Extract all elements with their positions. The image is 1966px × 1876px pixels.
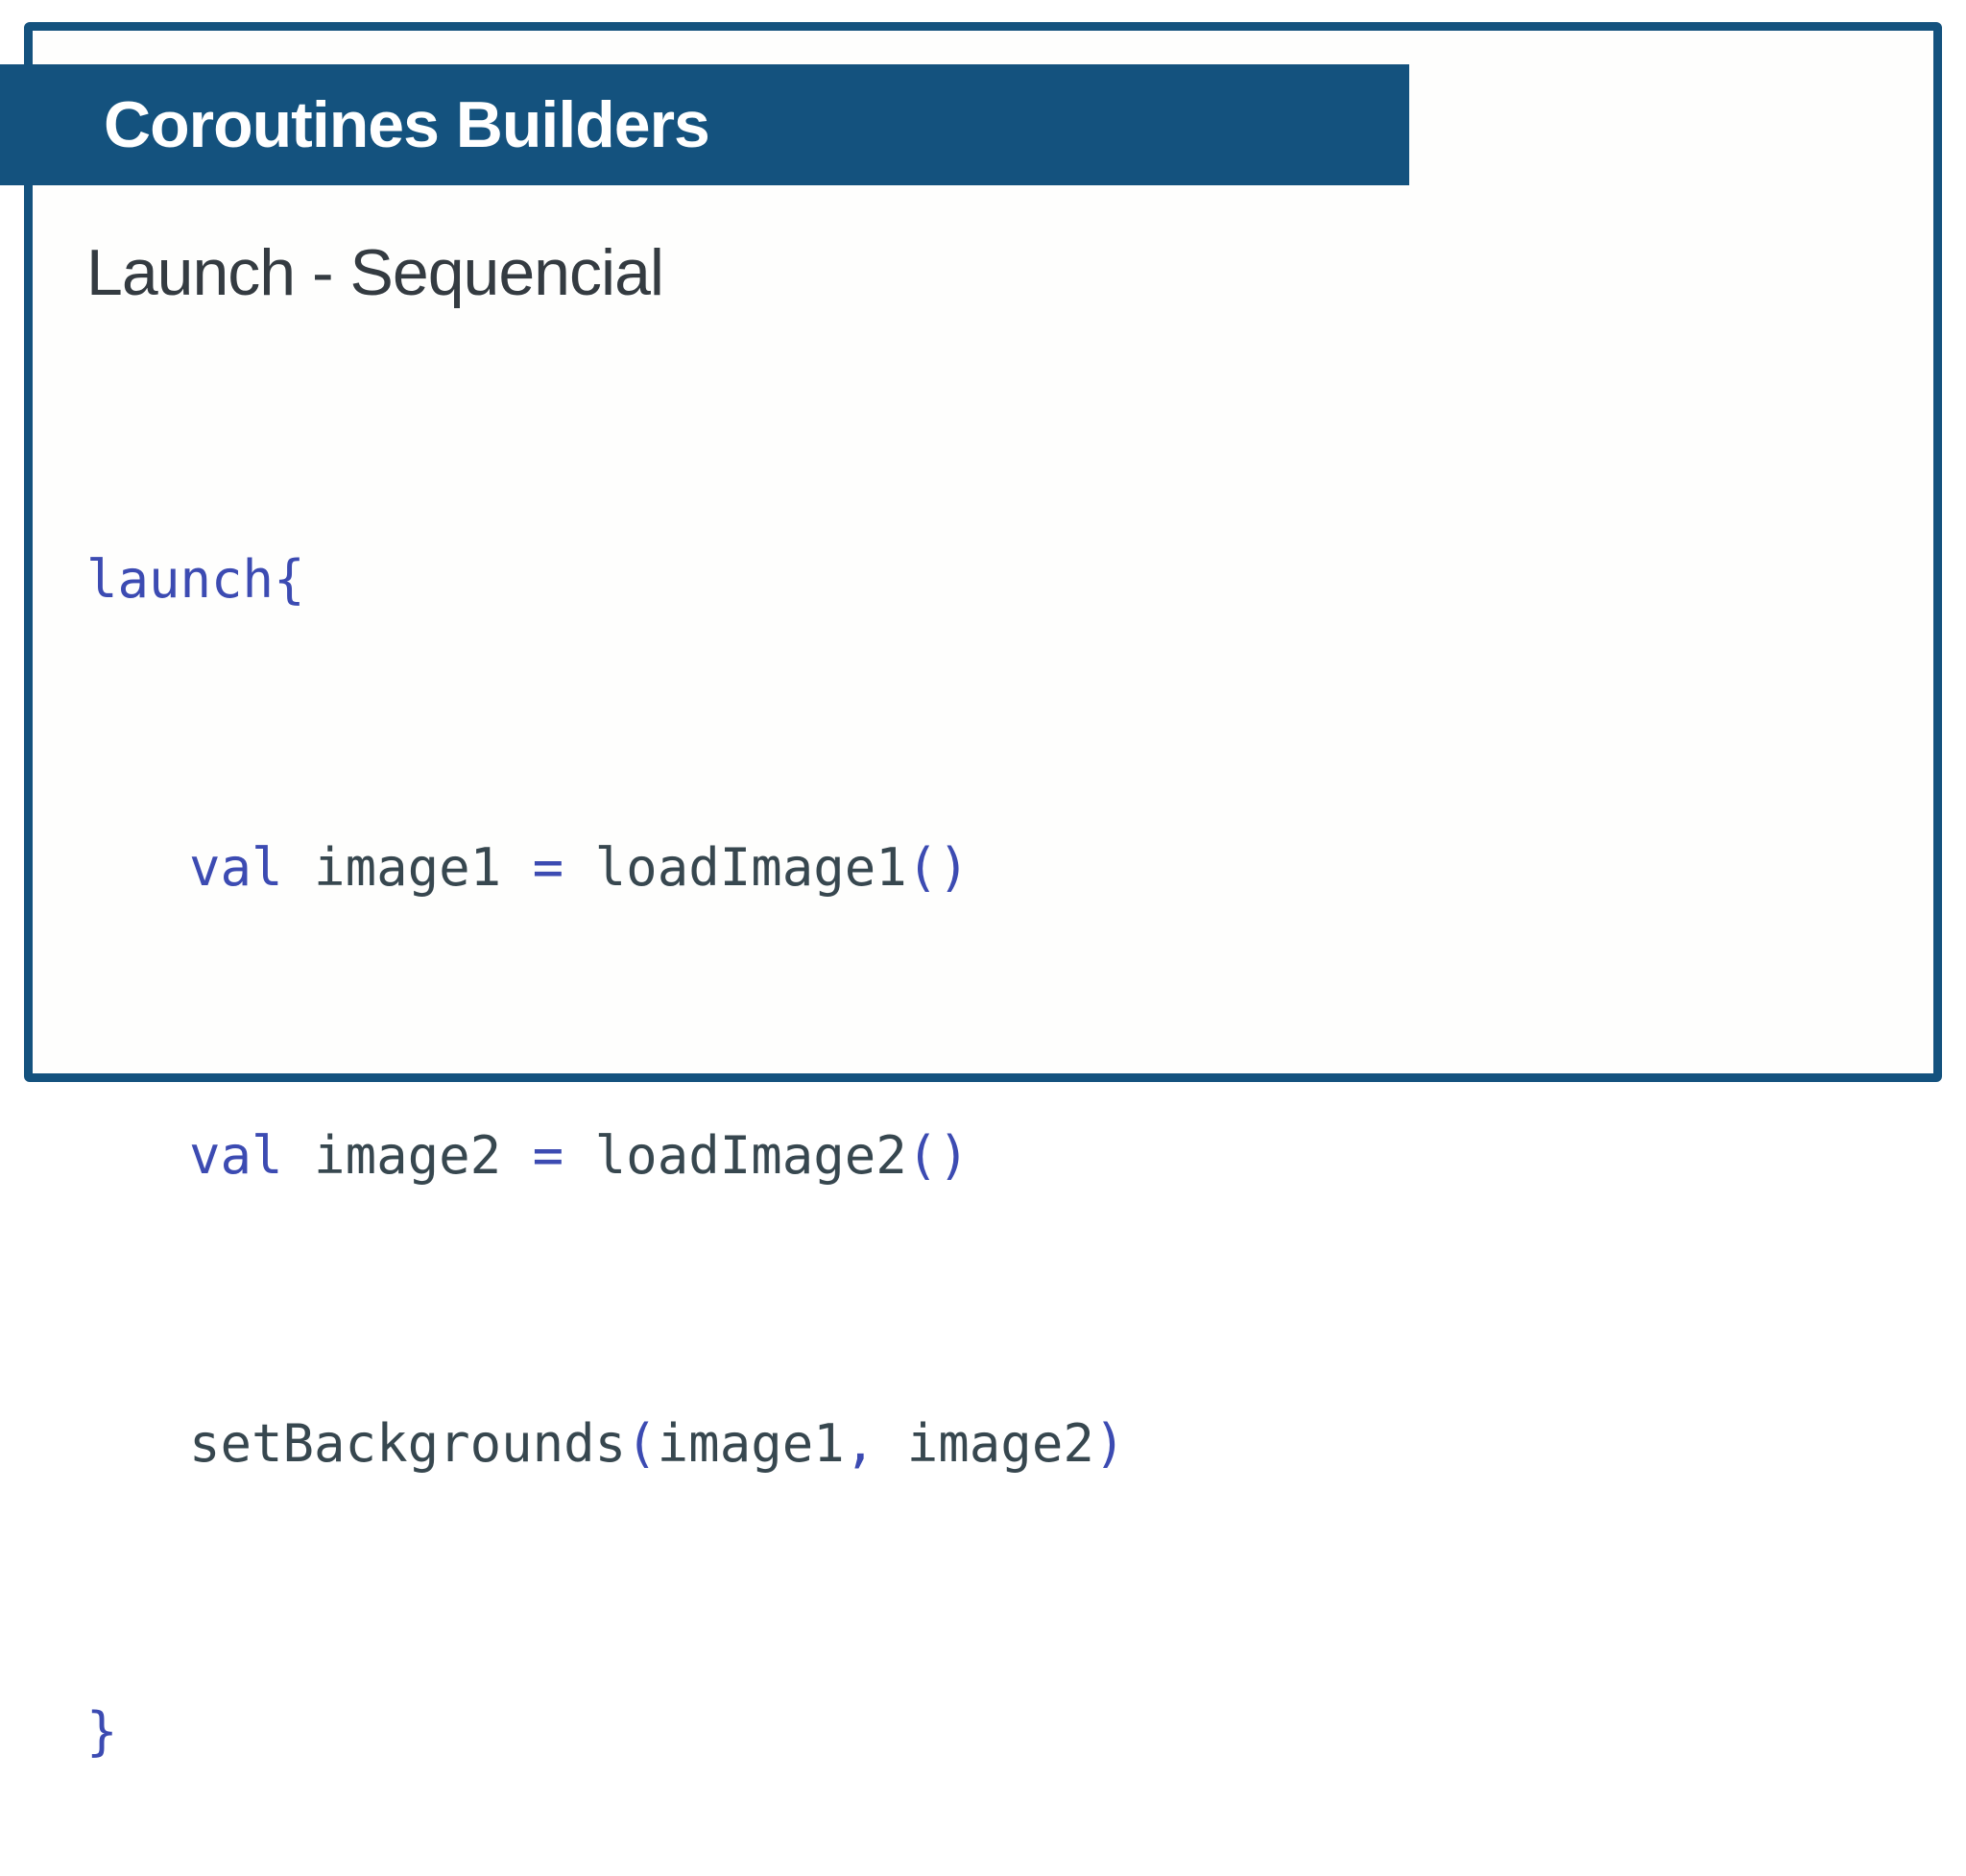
code-token: val: [189, 837, 283, 898]
code-token: }: [86, 1701, 118, 1762]
slide-title-bar: Coroutines Builders: [0, 64, 1409, 185]
code-token: =: [532, 837, 564, 898]
code-token: image2: [282, 1125, 533, 1186]
code-token: =: [532, 1125, 564, 1186]
code-token: ): [1093, 1413, 1126, 1474]
code-line-1: launch{: [86, 532, 1125, 628]
slide-title: Coroutines Builders: [104, 88, 710, 161]
code-token: launch{: [86, 549, 305, 610]
code-token: (): [906, 837, 970, 898]
code-token: (: [626, 1413, 658, 1474]
code-block: launch{ val image1 = loadImage1() val im…: [86, 340, 1125, 1876]
slide-frame: [24, 22, 1942, 1082]
code-token: val: [189, 1125, 283, 1186]
page-canvas: { "slide": { "title": "Coroutines Builde…: [0, 22, 1942, 1762]
code-token: image2: [875, 1413, 1094, 1474]
code-token: image1: [657, 1413, 845, 1474]
code-line-4: setBackgrounds(image1, image2): [86, 1396, 1125, 1492]
slide-subtitle: Launch - Sequencial: [86, 236, 664, 309]
code-token: image1: [282, 837, 533, 898]
code-token: (): [906, 1125, 970, 1186]
code-token: setBackgrounds: [189, 1413, 627, 1474]
code-token: ,: [844, 1413, 876, 1474]
code-line-5: }: [86, 1684, 1125, 1780]
code-line-3: val image2 = loadImage2(): [86, 1108, 1125, 1204]
code-token: loadImage1: [563, 837, 907, 898]
code-line-2: val image1 = loadImage1(): [86, 820, 1125, 916]
code-token: loadImage2: [563, 1125, 907, 1186]
